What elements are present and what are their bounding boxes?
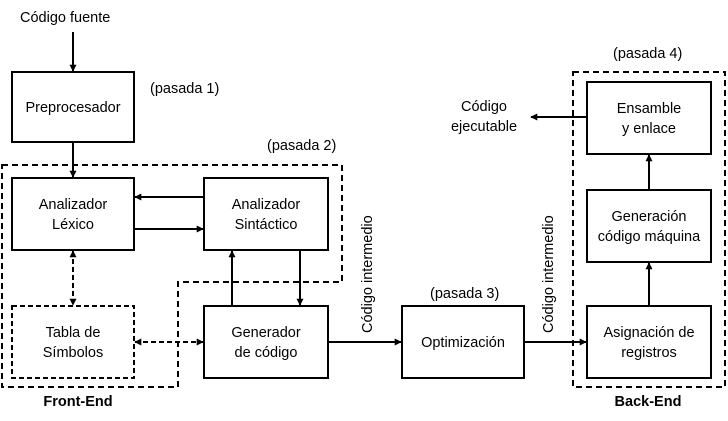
ensamble-label-line-2: y enlace	[622, 121, 676, 137]
executable-label-line-2: ejecutable	[451, 119, 517, 135]
pass-3-label: (pasada 3)	[430, 286, 499, 302]
generacion-label-line-1: Generación	[612, 209, 687, 225]
asignacion-label-line-1: Asignación de	[603, 325, 694, 341]
front-end-label: Front-End	[43, 394, 112, 410]
generador-label-line-2: de código	[235, 345, 298, 361]
lexico-label-line-1: Analizador	[39, 197, 108, 213]
asignacion-label-line-2: registros	[621, 345, 677, 361]
tabla-simbolos-box	[11, 305, 135, 379]
back-end-label: Back-End	[615, 394, 682, 410]
tabla-label-line-1: Tabla de	[46, 325, 101, 341]
ensamble-label-line-1: Ensamble	[617, 101, 681, 117]
sintactico-label-line-2: Sintáctico	[235, 217, 298, 233]
preprocesador-box	[11, 71, 135, 143]
lexico-label-line-2: Léxico	[52, 217, 94, 233]
optimizacion-label: Optimización	[421, 335, 505, 351]
tabla-label-line-2: Símbolos	[43, 345, 103, 361]
sintactico-label-line-1: Analizador	[232, 197, 301, 213]
front-end-region	[1, 164, 343, 388]
asignacion-box	[586, 305, 712, 379]
executable-label-line-1: Código	[461, 99, 507, 115]
sintactico-box	[203, 177, 329, 251]
optimizacion-box	[401, 305, 525, 379]
intermediate-code-label-right: Código intermedio	[541, 215, 557, 333]
generador-box	[203, 305, 329, 379]
generacion-box	[586, 189, 712, 263]
pass-2-label: (pasada 2)	[267, 138, 336, 154]
pass-4-label: (pasada 4)	[613, 46, 682, 62]
generador-label-line-1: Generador	[231, 325, 300, 341]
ensamble-box	[586, 81, 712, 155]
source-code-label: Código fuente	[20, 10, 110, 26]
lexico-box	[11, 177, 135, 251]
generacion-label-line-2: código máquina	[598, 229, 701, 245]
preprocesador-label: Preprocesador	[25, 100, 120, 116]
pass-1-label: (pasada 1)	[150, 81, 219, 97]
back-end-region	[572, 71, 726, 388]
intermediate-code-label-left: Código intermedio	[360, 215, 376, 333]
